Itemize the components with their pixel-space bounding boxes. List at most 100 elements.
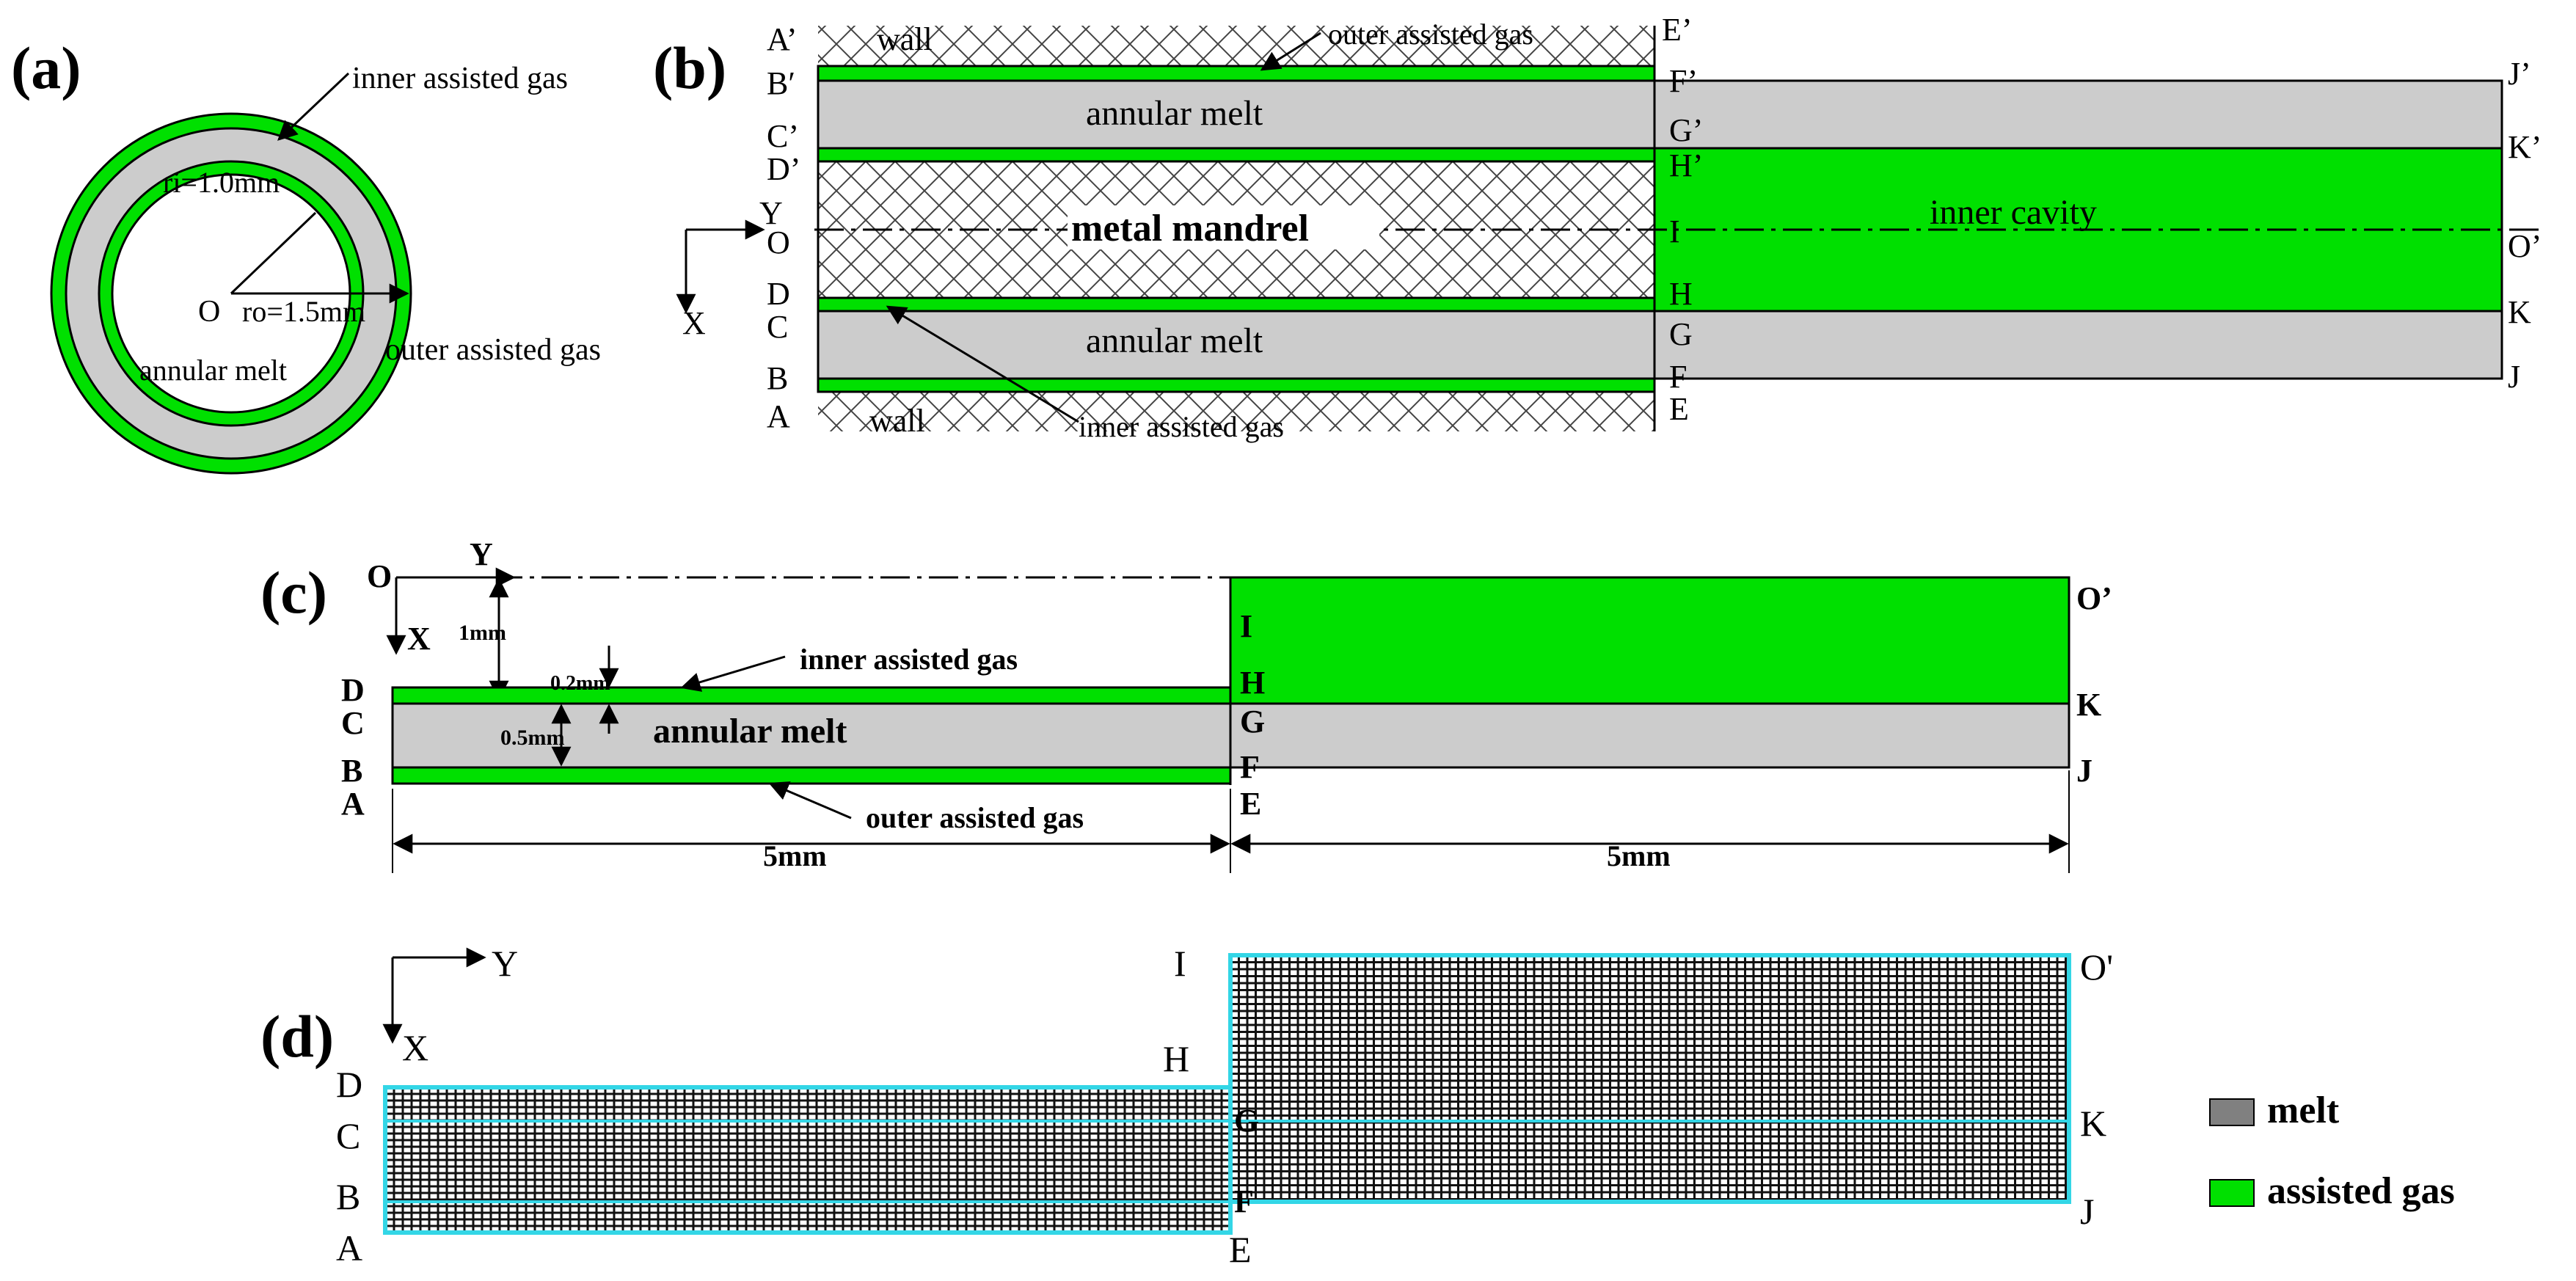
pt-F-prime-b: F’ — [1669, 63, 1698, 99]
pt-B-d: B — [336, 1176, 360, 1217]
pt-E-prime-b: E’ — [1662, 12, 1693, 48]
outer-gas-label-b: outer assisted gas — [1328, 18, 1533, 51]
pt-H-c: H — [1240, 665, 1265, 701]
len-right-label: 5mm — [1607, 839, 1671, 872]
pt-K-b: K — [2508, 294, 2531, 330]
pt-K-d: K — [2080, 1103, 2106, 1144]
mesh-left — [384, 1086, 1232, 1234]
panel-d-tag: (d) — [260, 1003, 334, 1070]
panel-b: (b) Y X wall wall outer assisted gas inn… — [653, 12, 2542, 443]
panel-a: (a) O ri=1.0mm ro=1.5mm inner assisted g… — [11, 34, 601, 475]
melt-label-c: annular melt — [653, 712, 847, 751]
melt-top-label: annular melt — [1086, 94, 1263, 133]
legend: melt assisted gas — [2209, 1090, 2455, 1212]
pt-J-prime-b: J’ — [2508, 56, 2531, 92]
wall-bottom-label: wall — [869, 403, 925, 439]
dim-1mm-label: 1mm — [459, 621, 506, 645]
inner-gas-leader-b — [886, 305, 1079, 423]
panel-b-tag: (b) — [653, 34, 726, 101]
legend-melt-label: melt — [2267, 1090, 2340, 1131]
pt-G-d: G — [1234, 1103, 1259, 1139]
pt-J-b: J — [2508, 359, 2520, 395]
pt-G-prime-b: G’ — [1669, 112, 1703, 148]
mandrel-label-bg — [1068, 205, 1379, 249]
pt-O-b: O — [767, 225, 790, 260]
axis-x-label-c: X — [407, 621, 431, 657]
pt-F-c: F — [1240, 749, 1260, 785]
pt-H-b: H — [1669, 276, 1693, 312]
inner-gas-bottom — [817, 296, 1656, 313]
melt-right-bottom — [1653, 310, 2503, 380]
wall-top-label: wall — [877, 21, 933, 57]
pt-B-c: B — [341, 753, 362, 789]
pt-K-prime-b: K’ — [2508, 129, 2542, 165]
pt-K-c: K — [2076, 687, 2101, 723]
pt-O-prime-c: O’ — [2076, 580, 2112, 616]
inner-gas-label: inner assisted gas — [352, 62, 568, 95]
melt-bottom — [817, 310, 1656, 380]
axis-y-label-d: Y — [492, 943, 518, 984]
wall-top-hatch — [818, 26, 1654, 66]
pt-I-c: I — [1240, 608, 1252, 644]
axis-x-label-d: X — [402, 1027, 428, 1068]
mesh-right — [1229, 954, 2069, 1202]
pt-E-d: E — [1229, 1229, 1252, 1270]
pt-J-c: J — [2076, 753, 2092, 789]
melt-top — [817, 79, 1656, 150]
panel-a-tag: (a) — [11, 34, 81, 101]
pt-A-prime-b: A’ — [767, 21, 798, 57]
mesh-right-outline — [1228, 953, 2071, 1204]
pt-O-prime-d: O' — [2080, 946, 2113, 988]
pt-I-b: I — [1669, 213, 1680, 249]
origin-label-c: O — [367, 558, 392, 594]
outer-gas-leader-b — [1260, 32, 1321, 71]
inner-gas-leader — [277, 72, 350, 141]
pt-C-b: C — [767, 309, 788, 345]
inner-gas-label-b: inner assisted gas — [1079, 410, 1284, 443]
dim-02mm-label: 0.2mm — [550, 672, 610, 695]
inner-gas-c — [391, 686, 1232, 705]
legend-melt-swatch — [2209, 1098, 2255, 1126]
ri-radius-line — [230, 211, 317, 295]
pt-D-d: D — [336, 1064, 362, 1105]
pt-E-c: E — [1240, 786, 1261, 822]
pt-D-b: D — [767, 276, 790, 312]
outer-gas-c — [391, 766, 1232, 785]
outer-gas-label: outer assisted gas — [385, 333, 601, 367]
pt-E-b: E — [1669, 391, 1689, 427]
axis-y-label: Y — [759, 195, 783, 231]
pt-B-prime-b: B′ — [767, 65, 795, 101]
pt-G-b: G — [1669, 316, 1693, 352]
pt-I-d: I — [1174, 943, 1186, 984]
dim-05mm-label: 0.5mm — [500, 726, 564, 750]
pt-H-prime-b: H’ — [1669, 147, 1703, 183]
pt-A-c: A — [341, 786, 365, 822]
pt-D-c: D — [341, 672, 365, 708]
pt-D-prime-b: D’ — [767, 151, 800, 187]
cavity-label: inner cavity — [1930, 193, 2097, 232]
melt-label: annular melt — [139, 354, 287, 387]
outer-gas-top — [817, 65, 1656, 82]
inner-gas-top — [817, 147, 1656, 163]
ri-label: ri=1.0mm — [163, 166, 280, 199]
pt-H-d: H — [1163, 1038, 1189, 1079]
pt-A-d: A — [336, 1227, 362, 1269]
melt-right-top — [1653, 79, 2503, 150]
pt-O-prime-b: O’ — [2508, 228, 2542, 264]
panel-c: (c) O Y X 1mm 0.2mm 0.5mm inner assisted… — [260, 536, 2112, 873]
axis-x-label: X — [682, 305, 706, 341]
pt-C-d: C — [336, 1115, 360, 1156]
outer-gas-leader-c — [768, 781, 852, 820]
panel-d: (d) Y X D C B A I H G F E O' K J — [260, 943, 2113, 1270]
legend-gas-swatch — [2209, 1179, 2255, 1207]
melt-bottom-label: annular melt — [1086, 321, 1263, 360]
outer-gas-bottom — [817, 377, 1656, 393]
ro-label: ro=1.5mm — [242, 295, 365, 328]
cavity-c — [1229, 576, 2070, 705]
len-left-label: 5mm — [763, 839, 827, 872]
pt-J-d: J — [2080, 1191, 2094, 1232]
pt-A-b: A — [767, 398, 790, 434]
pt-F-d: F — [1234, 1183, 1254, 1219]
mandrel-label: metal mandrel — [1071, 208, 1309, 249]
